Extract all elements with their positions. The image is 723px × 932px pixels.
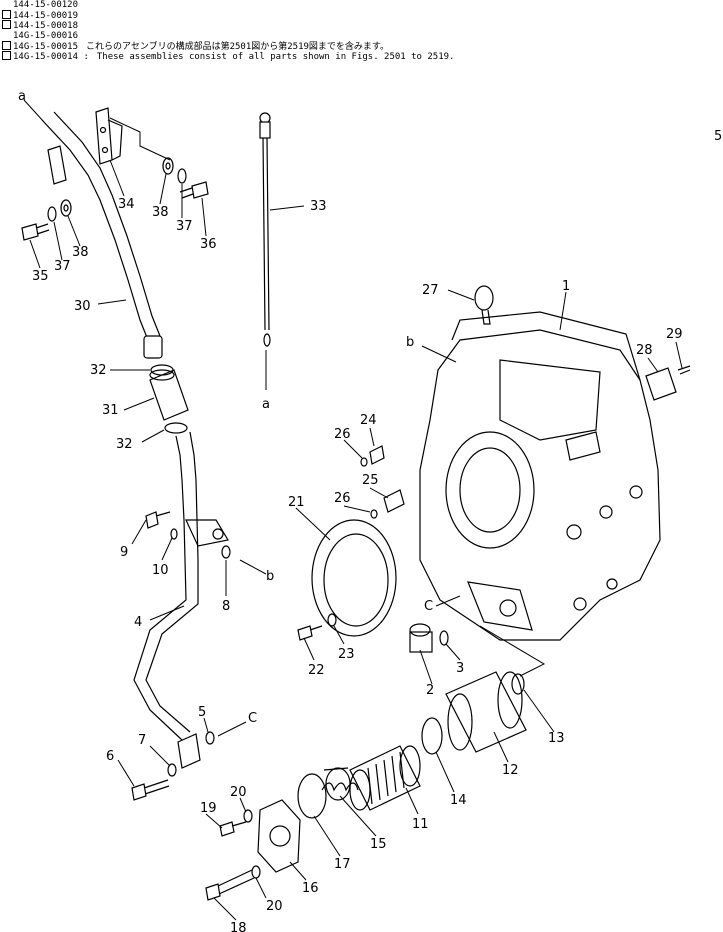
callout-19: 19: [200, 801, 217, 816]
callout-2: 2: [426, 683, 434, 698]
callout-34: 34: [118, 197, 135, 212]
checkbox-icon: [2, 50, 11, 60]
callout-30: 30: [74, 299, 91, 314]
callout-9: 9: [120, 545, 128, 560]
header-row: 14G-15-00015 これらのアセンブリの構成部品は第2501図から第2519…: [2, 40, 454, 52]
callout-32: 32: [116, 437, 133, 452]
header-row: 14G-15-00014 : These assemblies consist o…: [2, 50, 455, 62]
callout-32: 32: [90, 363, 107, 378]
margin-mark: 5: [714, 129, 722, 144]
callout-20: 20: [266, 899, 283, 914]
note-english: These assemblies consist of all parts sh…: [96, 51, 455, 62]
assembly-code: 14G-15-00015: [13, 41, 79, 52]
parts-header: 144-15-00120 144-15-00019 144-15-00018 1…: [2, 0, 455, 62]
ref-b-housing: b: [406, 335, 414, 350]
callout-31: 31: [102, 403, 119, 418]
assembly-code: 144-15-00019: [13, 11, 79, 22]
callout-5: 5: [198, 705, 206, 720]
callout-1: 1: [562, 279, 570, 294]
assembly-code: 144-15-00018: [13, 21, 79, 32]
callout-21: 21: [288, 495, 305, 510]
ref-a-bottom: a: [262, 397, 270, 412]
note-japanese: これらのアセンブリの構成部品は第2501図から第2519図までを含みます。: [86, 41, 390, 52]
callout-29: 29: [666, 327, 683, 342]
callout-7: 7: [138, 733, 146, 748]
callout-16: 16: [302, 881, 319, 896]
header-row: 144-15-00018: [2, 20, 454, 32]
callout-14: 14: [450, 793, 467, 808]
callout-38: 38: [152, 205, 169, 220]
callout-12: 12: [502, 763, 519, 778]
callout-26: 26: [334, 427, 351, 442]
callout-35: 35: [32, 269, 49, 284]
callout-13: 13: [548, 731, 565, 746]
callout-15: 15: [370, 837, 387, 852]
checkbox-icon: [2, 40, 11, 50]
callout-labels: 1 2 3 4 5 6 7 8 9 10 11 12 13 14 15 16 1…: [18, 89, 722, 932]
callout-27: 27: [422, 283, 439, 298]
ref-a-top: a: [18, 89, 26, 104]
callout-23: 23: [338, 647, 355, 662]
callout-28: 28: [636, 343, 653, 358]
assembly-code: 144-15-00120: [13, 0, 79, 10]
callout-22: 22: [308, 663, 325, 678]
callout-18: 18: [230, 921, 247, 932]
callout-4: 4: [134, 615, 142, 630]
header-row: 144-15-00019: [2, 10, 454, 22]
callout-20: 20: [230, 785, 247, 800]
callout-24: 24: [360, 413, 377, 428]
callout-25: 25: [362, 473, 379, 488]
assembly-code: 14G-15-00014 :: [13, 51, 89, 62]
header-row: 14G-15-00016: [2, 31, 454, 41]
callout-3: 3: [456, 661, 464, 676]
callout-36: 36: [200, 237, 217, 252]
callout-37: 37: [176, 219, 193, 234]
callout-11: 11: [412, 817, 429, 832]
callout-8: 8: [222, 599, 230, 614]
ref-c-tube: C: [248, 711, 257, 726]
header-row: 144-15-00120: [2, 0, 454, 10]
callout-10: 10: [152, 563, 169, 578]
callout-6: 6: [106, 749, 114, 764]
leader-lines: [23, 99, 683, 921]
callout-26: 26: [334, 491, 351, 506]
checkbox-icon: [2, 20, 11, 30]
ref-b-tube: b: [266, 569, 274, 584]
callout-37: 37: [54, 259, 71, 274]
callout-38: 38: [72, 245, 89, 260]
drawing-lines: [21, 107, 691, 901]
checkbox-icon: [2, 10, 11, 20]
ref-c-housing: C: [424, 599, 433, 614]
callout-17: 17: [334, 857, 351, 872]
callout-33: 33: [310, 199, 327, 214]
assembly-code: 14G-15-00016: [13, 30, 79, 41]
